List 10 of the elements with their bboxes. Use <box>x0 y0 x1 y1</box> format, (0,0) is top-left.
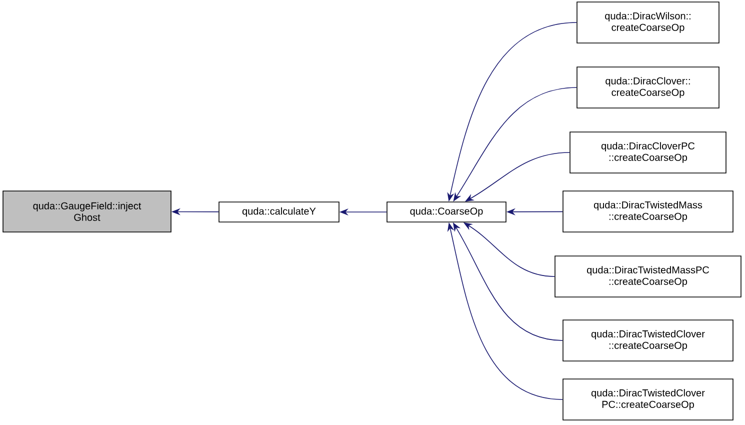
function-box: quda::DiracWilson:: createCoarseOp <box>576 2 720 44</box>
function-box: quda::DiracTwistedClover ::createCoarseOp <box>562 320 734 362</box>
function-box: quda::DiracClover:: createCoarseOp <box>576 66 720 108</box>
function-box: quda::calculateY <box>218 202 340 222</box>
function-box: quda::DiracTwistedClover PC::createCoarseOp <box>562 378 734 420</box>
function-box: quda::DiracTwistedMassPC ::createCoarseOp <box>554 256 742 298</box>
function-box: quda::CoarseOp <box>386 202 506 222</box>
highlighted-function-box: quda::GaugeField::inject Ghost <box>2 190 172 232</box>
function-box: quda::DiracTwistedMass ::createCoarseOp <box>562 190 734 232</box>
function-box: quda::DiracCloverPC ::createCoarseOp <box>570 132 726 174</box>
